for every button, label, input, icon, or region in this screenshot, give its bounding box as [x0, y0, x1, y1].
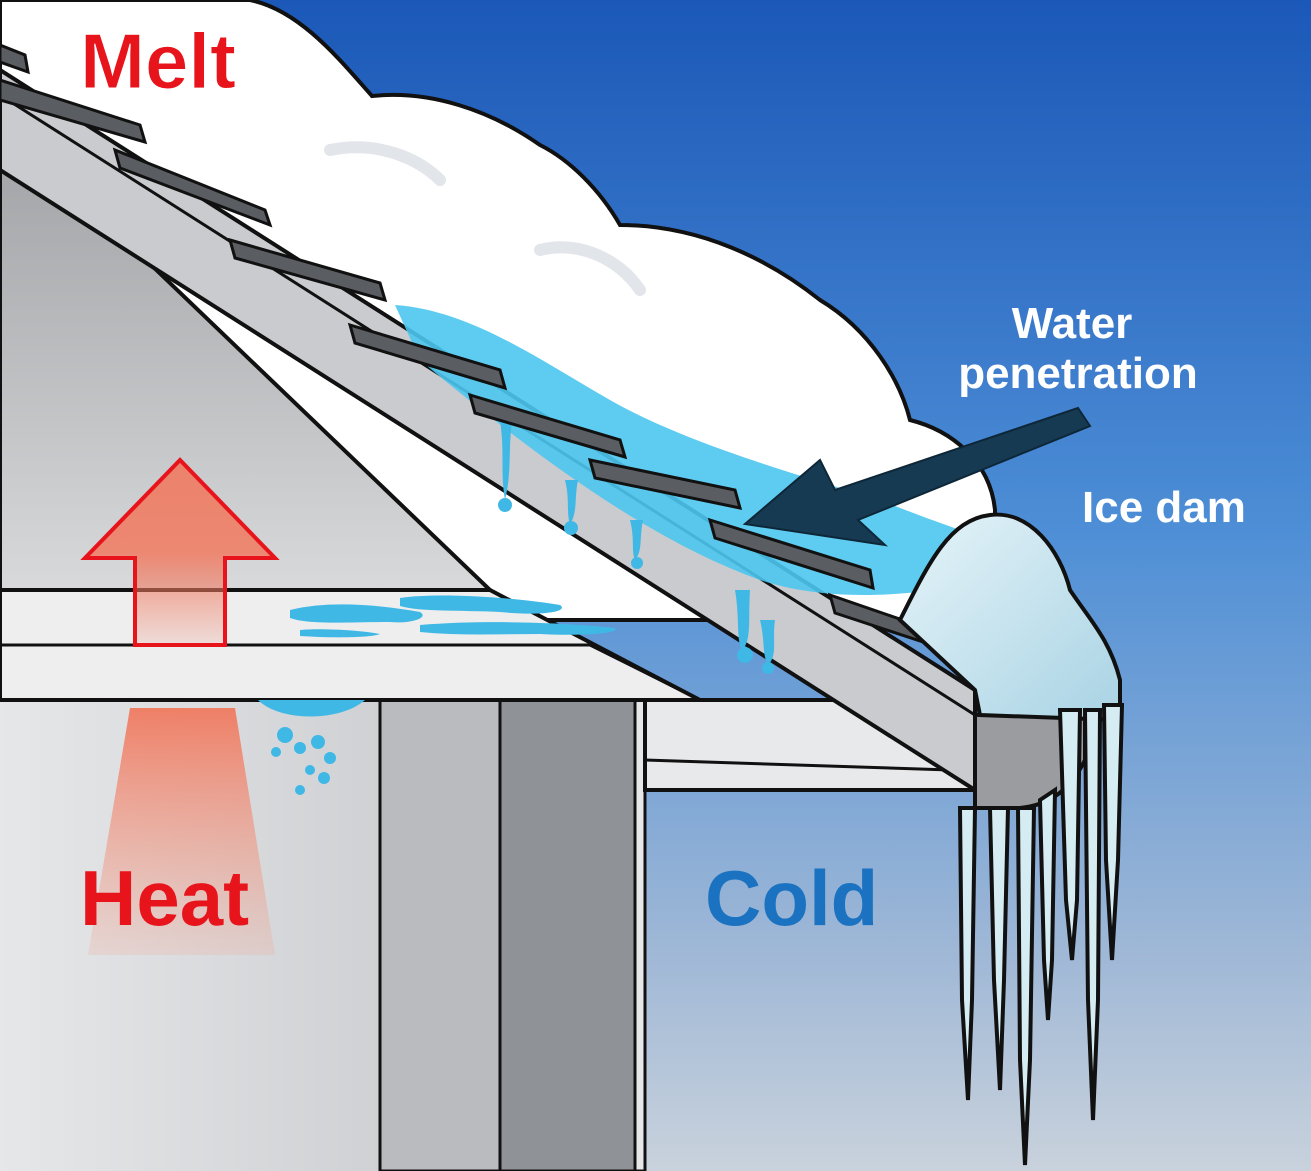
- ceiling-puddle: [290, 595, 616, 638]
- water-penetration-label-line1: Water: [1012, 299, 1133, 348]
- heat-column: [88, 708, 275, 955]
- wall-stud-2: [498, 698, 637, 1171]
- water-penetration-label-line2: penetration: [958, 349, 1198, 398]
- pointer-arrow-icon: [742, 406, 1092, 547]
- cold-label: Cold: [705, 854, 878, 942]
- heat-label: Heat: [80, 854, 249, 942]
- wall-stud-1: [378, 698, 502, 1171]
- ice-dam: [897, 512, 1122, 723]
- melt-label: Melt: [80, 17, 236, 105]
- icicles: [957, 703, 1125, 1166]
- ceiling-leak: [258, 700, 365, 795]
- ice-dam-label: Ice dam: [1082, 483, 1246, 532]
- up-arrow-icon: [80, 457, 280, 647]
- roof-drips: [498, 420, 775, 674]
